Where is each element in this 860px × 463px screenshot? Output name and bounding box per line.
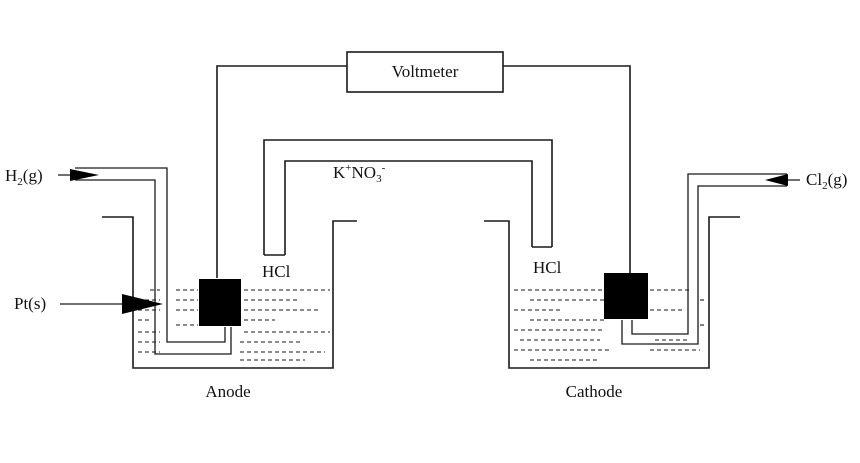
h2-label: H2(g) [5,166,43,188]
cathode-wire [503,65,631,273]
left-solution [138,289,330,361]
hcl-left-label: HCl [262,262,291,281]
cl2-tube-outer [631,173,787,335]
pt-arrow-icon [122,294,163,314]
cl2-arrow-icon [765,174,788,186]
right-beaker [484,216,740,369]
anode-label: Anode [205,382,250,401]
cl2-tube-inner [621,185,787,345]
voltmeter-label: Voltmeter [392,62,459,81]
voltmeter-box [346,51,504,93]
left-beaker [102,216,357,369]
right-solution [514,289,706,361]
cathode-electrode [604,273,648,319]
h2-arrow-icon [70,169,99,181]
anode-wire [216,65,347,278]
h2-tube-outer [75,167,226,343]
hcl-right-label: HCl [533,258,562,277]
salt-bridge-outer [263,139,553,255]
salt-bridge-inner [284,160,533,255]
pt-label: Pt(s) [14,294,46,313]
cathode-label: Cathode [566,382,623,401]
h2-tube-inner [75,179,232,355]
cl2-label: Cl2(g) [806,170,847,192]
anode-electrode [199,279,241,326]
salt-bridge-label: K+NO3- [333,162,386,185]
